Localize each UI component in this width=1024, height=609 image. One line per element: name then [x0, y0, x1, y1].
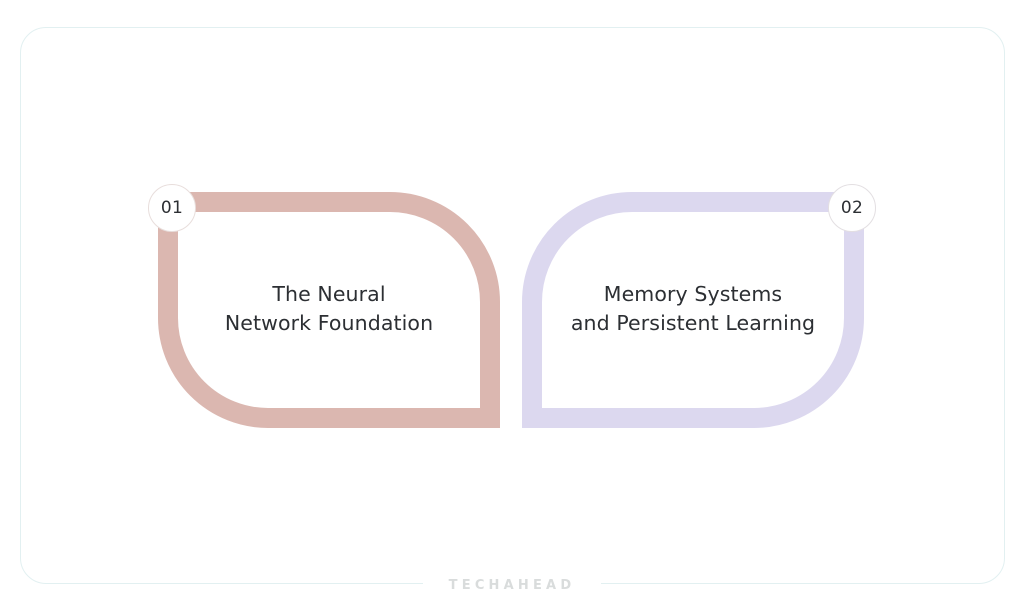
leaf-shape-left-icon: [158, 192, 500, 428]
step-card-02[interactable]: Memory Systems and Persistent Learning: [522, 192, 864, 428]
step-badge-01[interactable]: 01: [148, 184, 196, 232]
step-badge-02[interactable]: 02: [828, 184, 876, 232]
step-badge-02-label: 02: [840, 198, 864, 218]
slide-card: [20, 27, 1005, 584]
leaf-shape-right-icon: [522, 192, 864, 428]
step-badge-01-label: 01: [160, 198, 184, 218]
step-card-01[interactable]: The Neural Network Foundation: [158, 192, 500, 428]
step-title-01: The Neural Network Foundation: [224, 282, 434, 335]
step-title-02: Memory Systems and Persistent Learning: [570, 282, 816, 335]
